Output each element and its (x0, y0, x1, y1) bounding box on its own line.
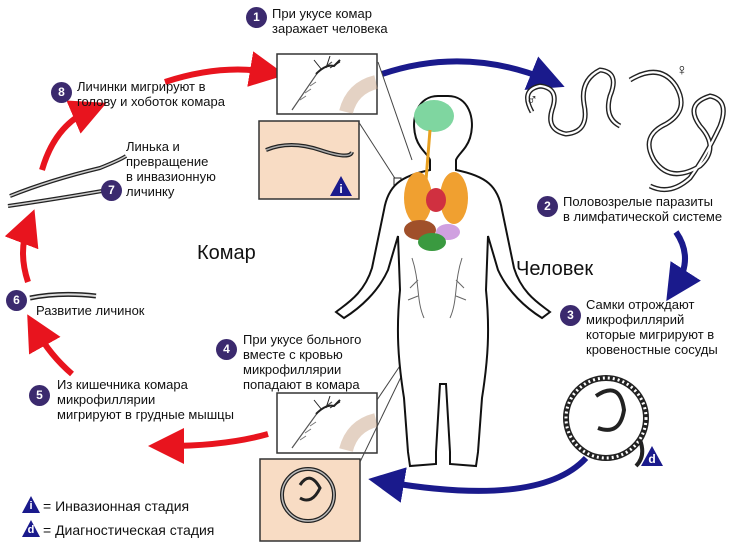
step-badge-1: 1 (246, 7, 267, 28)
arrow-1-to-2 (381, 56, 565, 90)
adult-worm-female (628, 69, 726, 193)
step-label-4: При укусе больного вместе с кровью микро… (243, 332, 362, 392)
step-badge-2: 2 (537, 196, 558, 217)
legend-infective-text: = Инвазионная стадия (43, 498, 190, 514)
step-label-6: Развитие личинок (36, 303, 145, 318)
arrow-2-to-3 (666, 230, 701, 302)
female-symbol: ♀ (676, 62, 688, 79)
arrow-6-to-7 (4, 209, 39, 283)
human-figure (334, 95, 552, 468)
diagnostic-stage-letter: d (648, 452, 656, 466)
larva-stage-6 (29, 291, 97, 301)
arrow-4-to-5 (148, 427, 269, 464)
host-label-mosquito: Комар (197, 242, 256, 264)
larva-stage-7 (7, 154, 128, 208)
mosquito-bite-panel-top (276, 53, 379, 115)
step-badge-3: 3 (560, 305, 581, 326)
mosquito-bite-panel-bottom (276, 392, 379, 454)
step-badge-8: 8 (51, 82, 72, 103)
arrow-7-to-8 (39, 100, 107, 171)
male-symbol: ♂ (526, 92, 538, 109)
step-label-3: Самки отрождают микрофиллярий которые ми… (586, 297, 718, 357)
step-badge-7: 7 (101, 180, 122, 201)
adult-worm-male (525, 67, 622, 137)
legend-diagnostic-mark (22, 520, 40, 537)
legend-infective-mark (22, 496, 40, 513)
microfilaria-blood (563, 375, 649, 468)
arrow-3-to-4 (368, 455, 589, 503)
legend-diagnostic-text: = Диагностическая стадия (43, 522, 215, 538)
arrow-8-to-1 (164, 51, 286, 87)
infective-stage-mark (330, 176, 352, 196)
step-badge-6: 6 (6, 290, 27, 311)
microfilaria-panel (259, 458, 361, 542)
step-label-8: Личинки мигрируют в голову и хоботок ком… (77, 79, 225, 109)
diagnostic-stage-mark (641, 446, 663, 466)
infective-stage-letter: i (339, 182, 343, 196)
step-label-2: Половозрелые паразиты в лимфатической си… (563, 194, 723, 224)
step-label-1: При укусе комар заражает человека (272, 6, 388, 36)
host-label-human: Человек (516, 258, 594, 280)
legend-diagnostic-letter: d (27, 524, 35, 536)
arrow-5-to-6 (27, 314, 74, 377)
legend-infective-letter: i (29, 500, 33, 512)
step-label-5: Из кишечника комара микрофиллярии мигрир… (57, 377, 234, 422)
step-badge-5: 5 (29, 385, 50, 406)
step-label-7: Линька и превращение в инвазионную личин… (126, 139, 216, 199)
step-badge-4: 4 (216, 339, 237, 360)
